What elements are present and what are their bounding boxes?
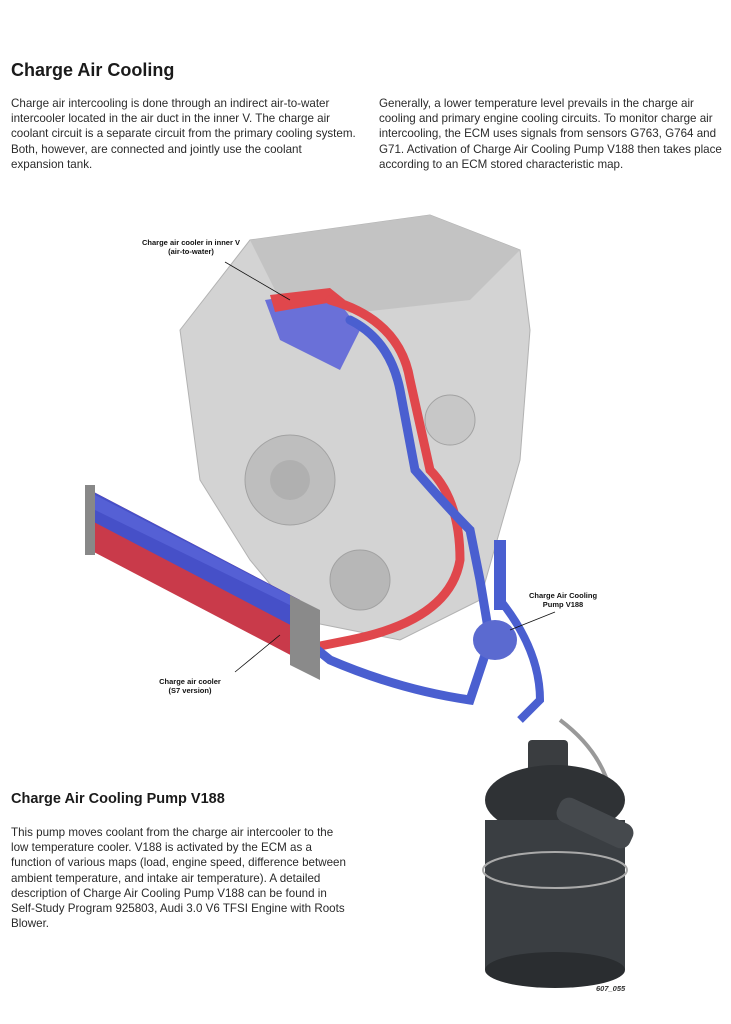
cold-hose — [300, 315, 495, 705]
pump-v188-image — [482, 740, 634, 988]
pump-small — [473, 620, 517, 660]
section-title: Charge Air Cooling — [11, 60, 175, 80]
label-inner-v-cooler: Charge air cooler in inner V (air-to-wat… — [126, 238, 256, 256]
label-line: (S7 version) — [168, 686, 212, 695]
label-line: Charge Air Cooling — [528, 591, 598, 600]
intro-paragraph-right: Generally, a lower temperature level pre… — [379, 97, 722, 171]
charge-air-cooler — [85, 485, 320, 680]
figure-id: 607_055 — [596, 984, 626, 993]
label-line: (air-to-water) — [168, 247, 214, 256]
intro-paragraph-left: Charge air intercooling is done through … — [11, 97, 356, 171]
label-line: Pump V188 — [542, 600, 584, 609]
label-line: Charge air cooler in inner V — [142, 238, 240, 247]
label-pump: Charge Air Cooling Pump V188 — [513, 591, 613, 609]
inner-v-cooler — [265, 290, 360, 370]
pump-section-title: Charge Air Cooling Pump V188 — [11, 791, 225, 807]
label-line: Charge air cooler — [159, 677, 221, 686]
pump-paragraph: This pump moves coolant from the charge … — [11, 826, 346, 931]
engine-image — [179, 214, 531, 641]
label-charge-air-cooler: Charge air cooler (S7 version) — [140, 677, 240, 695]
